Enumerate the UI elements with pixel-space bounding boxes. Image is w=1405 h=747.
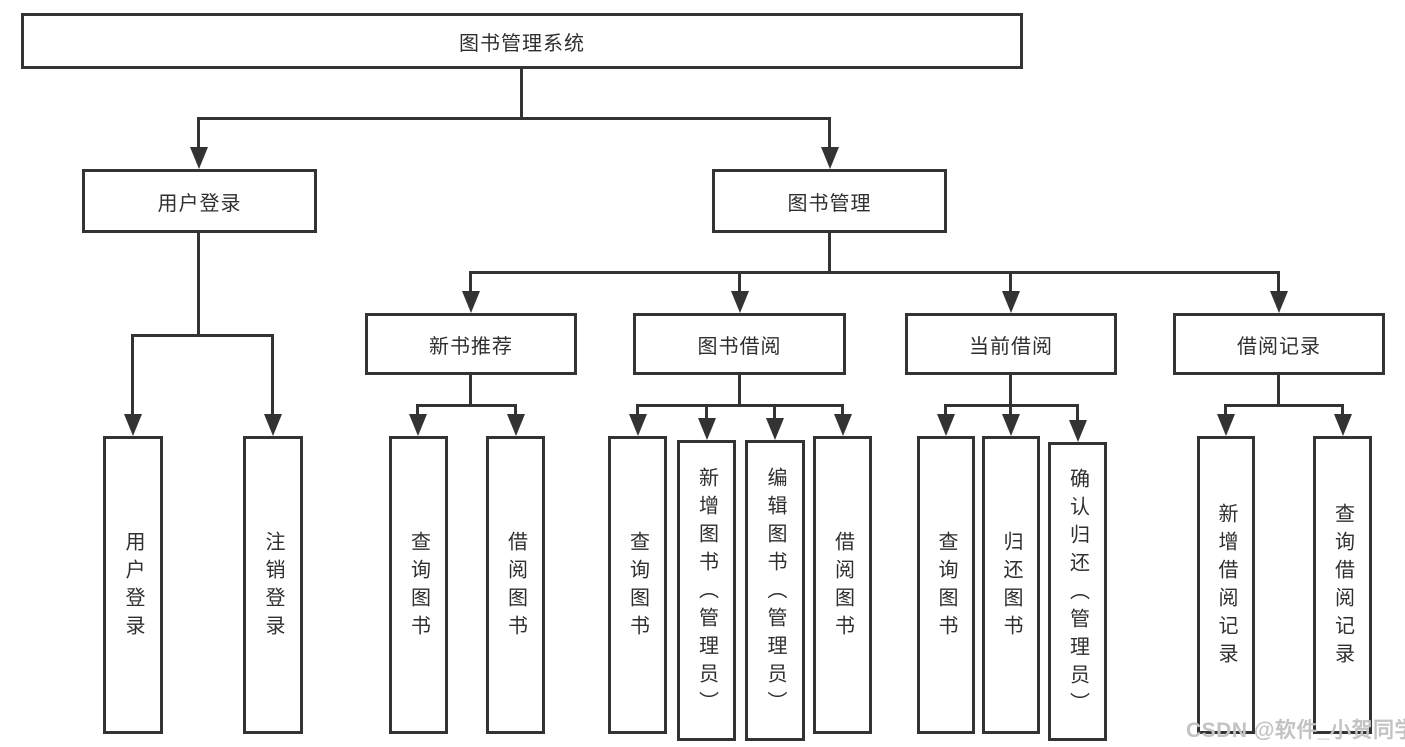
node-borrow-borrow-books: 借阅图书 [813, 436, 872, 734]
arrow-borrow-edit-books [773, 404, 776, 418]
node-library-system: 图书管理系统 [21, 13, 1023, 69]
node-borrow-records: 借阅记录 [1173, 313, 1385, 375]
arrow-to-leaf-user-login [131, 334, 134, 414]
arrow-current-return-books [1009, 404, 1012, 414]
node-current-borrow: 当前借阅 [905, 313, 1117, 375]
arrow-newrec-query-books [416, 404, 419, 414]
edge-borrow-stem [738, 375, 741, 406]
edge-level2-bar [197, 117, 831, 120]
node-borrow-add-books-admin: 新增图书（管理员） [677, 440, 736, 741]
arrow-to-leaf-logout [271, 334, 274, 414]
edge-newrec-stem [469, 375, 472, 406]
arrow-to-new-book-recommend [469, 271, 472, 291]
arrow-borrow-query-books [636, 404, 639, 414]
node-current-confirm-return-admin: 确认归还（管理员） [1048, 442, 1107, 741]
arrow-to-book-management [828, 117, 831, 147]
node-book-management: 图书管理 [712, 169, 947, 233]
node-leaf-logout: 注销登录 [243, 436, 303, 734]
node-user-login: 用户登录 [82, 169, 317, 233]
csdn-watermark: CSDN @软件_小贺同学 [1186, 719, 1405, 742]
edge-borrow-bar [636, 404, 844, 407]
node-newrec-query-books: 查询图书 [389, 436, 448, 734]
node-leaf-user-login: 用户登录 [103, 436, 163, 734]
arrow-borrow-borrow-books [841, 404, 844, 414]
arrow-current-confirm-return [1076, 404, 1079, 420]
node-current-return-books: 归还图书 [982, 436, 1040, 734]
edge-user-login-stem [197, 233, 200, 337]
node-records-query-record: 查询借阅记录 [1313, 436, 1372, 734]
node-newrec-borrow-books: 借阅图书 [486, 436, 545, 734]
node-records-add-record: 新增借阅记录 [1197, 436, 1255, 734]
node-borrow-query-books: 查询图书 [608, 436, 667, 734]
arrow-to-borrow-records [1277, 271, 1280, 291]
edge-records-stem [1277, 375, 1280, 406]
arrow-newrec-borrow-books [514, 404, 517, 414]
edge-user-login-bar [131, 334, 274, 337]
edge-newrec-bar [416, 404, 517, 407]
arrow-borrow-add-books [705, 404, 708, 418]
edge-root-stem [520, 69, 523, 119]
edge-level3-bar [469, 271, 1280, 274]
node-borrow-edit-books-admin: 编辑图书（管理员） [745, 440, 805, 741]
arrow-current-query-books [944, 404, 947, 414]
edge-records-bar [1224, 404, 1343, 407]
edge-current-stem [1009, 375, 1012, 406]
arrow-to-current-borrow [1009, 271, 1012, 291]
arrow-records-query-record [1341, 404, 1344, 414]
arrow-to-book-borrow [738, 271, 741, 291]
node-current-query-books: 查询图书 [917, 436, 975, 734]
edge-book-management-stem [828, 233, 831, 274]
node-book-borrow: 图书借阅 [633, 313, 846, 375]
arrow-records-add-record [1224, 404, 1227, 414]
node-new-book-recommend: 新书推荐 [365, 313, 577, 375]
arrow-to-user-login [197, 117, 200, 147]
